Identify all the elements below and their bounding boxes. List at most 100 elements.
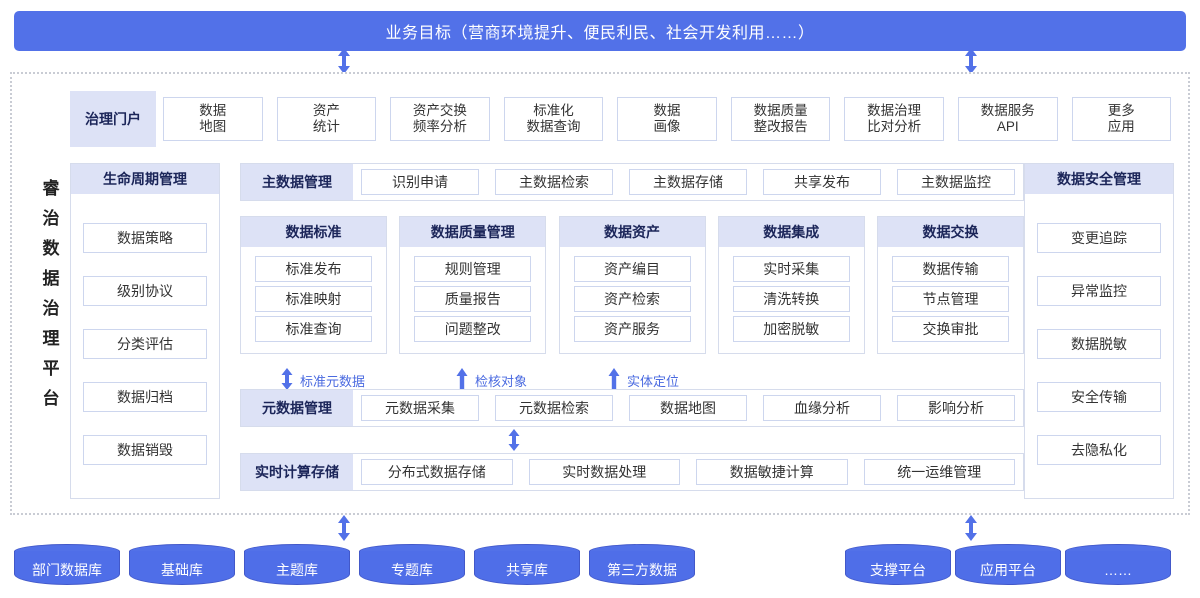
platform-title-char: 理 bbox=[42, 329, 60, 348]
portal-items: 数据 地图 资产 统计 资产交换 频率分析 标准化 数据查询 数据 画像 数据质… bbox=[156, 91, 1178, 147]
domain-item-standard-query[interactable]: 标准查询 bbox=[255, 316, 372, 342]
security-item-data-masking[interactable]: 数据脱敏 bbox=[1037, 329, 1161, 359]
source-label: 应用平台 bbox=[980, 562, 1036, 578]
realtime-item-distributed-storage[interactable]: 分布式数据存储 bbox=[361, 459, 513, 485]
source-cylinder-department-db[interactable]: 部门数据库 bbox=[14, 544, 120, 588]
portal-item-standardized-query[interactable]: 标准化 数据查询 bbox=[503, 97, 604, 141]
master-data-item-share-publish[interactable]: 共享发布 bbox=[763, 169, 881, 195]
domain-item-realtime-collection[interactable]: 实时采集 bbox=[732, 256, 850, 282]
flow-label-standard-metadata: 标准元数据 bbox=[300, 374, 366, 389]
lifecycle-item-classification-assessment[interactable]: 分类评估 bbox=[83, 329, 207, 359]
flow-label-check-object: 检核对象 bbox=[475, 374, 528, 389]
master-data-item-monitoring[interactable]: 主数据监控 bbox=[897, 169, 1015, 195]
master-data-items: 识别申请 主数据检索 主数据存储 共享发布 主数据监控 bbox=[353, 164, 1023, 200]
domain-header-label: 数据集成 bbox=[718, 217, 864, 247]
master-data-item-retrieval[interactable]: 主数据检索 bbox=[495, 169, 613, 195]
portal-item-data-profile[interactable]: 数据 画像 bbox=[617, 97, 717, 141]
portal-item-quality-report[interactable]: 数据质量 整改报告 bbox=[730, 97, 831, 141]
cylinder-body bbox=[359, 551, 465, 585]
platform-title-char: 治 bbox=[42, 209, 60, 228]
source-cylinder-shared-db[interactable]: 共享库 bbox=[474, 544, 580, 588]
arrow-goal-to-platform-left bbox=[336, 48, 352, 74]
source-cylinder-more[interactable]: …… bbox=[1065, 544, 1171, 588]
domain-item-asset-service[interactable]: 资产服务 bbox=[573, 316, 691, 342]
domain-data-asset: 数据资产 资产编目 资产检索 资产服务 bbox=[558, 216, 706, 354]
cylinder-body bbox=[129, 551, 235, 585]
domain-item-encrypt-mask[interactable]: 加密脱敏 bbox=[732, 316, 850, 342]
platform-title-char: 据 bbox=[42, 269, 60, 288]
platform-title-char: 治 bbox=[42, 299, 60, 318]
flow-arrow-check-object-icon bbox=[455, 368, 469, 390]
domain-header-label: 数据标准 bbox=[241, 217, 386, 247]
source-cylinder-basic-db[interactable]: 基础库 bbox=[129, 544, 235, 588]
governance-platform-container: 睿 治 数 据 治 理 平 台 治理门户 数据 地图 资产 统计 资产交换 频率… bbox=[10, 72, 1190, 515]
cylinder-body bbox=[845, 551, 951, 585]
domain-item-data-transfer[interactable]: 数据传输 bbox=[892, 256, 1009, 282]
domain-columns: 数据标准 标准发布 标准映射 标准查询 数据质量管理 规则管理 质量报告 问题整… bbox=[240, 216, 1024, 354]
domain-items: 规则管理 质量报告 问题整改 bbox=[400, 247, 545, 353]
cylinder-body bbox=[1065, 551, 1171, 585]
metadata-item-lineage-analysis[interactable]: 血缘分析 bbox=[763, 395, 881, 421]
source-cylinder-application-platform[interactable]: 应用平台 bbox=[955, 544, 1061, 588]
source-cylinder-thematic-db[interactable]: 专题库 bbox=[359, 544, 465, 588]
metadata-management-row: 元数据管理 元数据采集 元数据检索 数据地图 血缘分析 影响分析 bbox=[240, 389, 1024, 427]
domain-header-label: 数据交换 bbox=[878, 217, 1023, 247]
master-data-item-storage[interactable]: 主数据存储 bbox=[629, 169, 747, 195]
cylinder-body bbox=[955, 551, 1061, 585]
realtime-item-stream-processing[interactable]: 实时数据处理 bbox=[528, 459, 680, 485]
metadata-item-impact-analysis[interactable]: 影响分析 bbox=[897, 395, 1015, 421]
domain-item-standard-publish[interactable]: 标准发布 bbox=[255, 256, 372, 282]
source-cylinder-third-party-data[interactable]: 第三方数据 bbox=[589, 544, 695, 588]
source-label: …… bbox=[1104, 562, 1132, 578]
domain-item-cleanse-transform[interactable]: 清洗转换 bbox=[732, 286, 850, 312]
lifecycle-item-data-archiving[interactable]: 数据归档 bbox=[83, 382, 207, 412]
master-data-management-row: 主数据管理 识别申请 主数据检索 主数据存储 共享发布 主数据监控 bbox=[240, 163, 1024, 201]
portal-item-more-apps[interactable]: 更多 应用 bbox=[1071, 97, 1172, 141]
lifecycle-item-data-strategy[interactable]: 数据策略 bbox=[83, 223, 207, 253]
portal-item-asset-stats[interactable]: 资产 统计 bbox=[276, 97, 377, 141]
domain-data-exchange: 数据交换 数据传输 节点管理 交换审批 bbox=[877, 216, 1024, 354]
domain-item-issue-rectification[interactable]: 问题整改 bbox=[414, 316, 532, 342]
domain-item-exchange-approval[interactable]: 交换审批 bbox=[892, 316, 1009, 342]
domain-data-integration: 数据集成 实时采集 清洗转换 加密脱敏 bbox=[717, 216, 865, 354]
source-cylinder-support-platform[interactable]: 支撑平台 bbox=[845, 544, 951, 588]
security-item-de-identification[interactable]: 去隐私化 bbox=[1037, 435, 1161, 465]
platform-vertical-title: 睿 治 数 据 治 理 平 台 bbox=[34, 174, 68, 414]
portal-item-data-service-api[interactable]: 数据服务 API bbox=[957, 97, 1058, 141]
domain-item-quality-report[interactable]: 质量报告 bbox=[414, 286, 532, 312]
arrow-platform-to-sources-left bbox=[336, 515, 352, 541]
domain-data-standard: 数据标准 标准发布 标准映射 标准查询 bbox=[240, 216, 387, 354]
metadata-item-data-map[interactable]: 数据地图 bbox=[629, 395, 747, 421]
domain-item-node-management[interactable]: 节点管理 bbox=[892, 286, 1009, 312]
arrow-metadata-to-realtime bbox=[507, 429, 521, 451]
realtime-item-unified-ops[interactable]: 统一运维管理 bbox=[863, 459, 1015, 485]
domain-data-quality: 数据质量管理 规则管理 质量报告 问题整改 bbox=[399, 216, 547, 354]
metadata-item-retrieval[interactable]: 元数据检索 bbox=[495, 395, 613, 421]
lifecycle-items: 数据策略 级别协议 分类评估 数据归档 数据销毁 bbox=[71, 194, 219, 498]
master-data-item-identify-request[interactable]: 识别申请 bbox=[361, 169, 479, 195]
flow-arrow-entity-location-icon bbox=[607, 368, 621, 390]
domain-header-label: 数据资产 bbox=[559, 217, 705, 247]
metadata-item-collection[interactable]: 元数据采集 bbox=[361, 395, 479, 421]
domain-item-asset-catalog[interactable]: 资产编目 bbox=[573, 256, 691, 282]
realtime-item-agile-compute[interactable]: 数据敏捷计算 bbox=[696, 459, 848, 485]
domain-item-asset-retrieval[interactable]: 资产检索 bbox=[573, 286, 691, 312]
portal-item-governance-comparison[interactable]: 数据治理 比对分析 bbox=[844, 97, 944, 141]
domain-item-standard-mapping[interactable]: 标准映射 bbox=[255, 286, 372, 312]
security-item-secure-transfer[interactable]: 安全传输 bbox=[1037, 382, 1161, 412]
security-item-change-tracking[interactable]: 变更追踪 bbox=[1037, 223, 1161, 253]
domain-item-rule-management[interactable]: 规则管理 bbox=[414, 256, 532, 282]
lifecycle-item-data-destruction[interactable]: 数据销毁 bbox=[83, 435, 207, 465]
cylinder-body bbox=[474, 551, 580, 585]
portal-item-asset-exchange-frequency[interactable]: 资产交换 频率分析 bbox=[390, 97, 490, 141]
source-label: 第三方数据 bbox=[607, 562, 677, 578]
lifecycle-item-level-agreement[interactable]: 级别协议 bbox=[83, 276, 207, 306]
platform-title-char: 平 bbox=[42, 359, 60, 378]
security-item-anomaly-monitoring[interactable]: 异常监控 bbox=[1037, 276, 1161, 306]
source-label: 共享库 bbox=[506, 562, 548, 578]
portal-item-data-map[interactable]: 数据 地图 bbox=[163, 97, 263, 141]
security-header-label: 数据安全管理 bbox=[1025, 164, 1173, 194]
domain-items: 标准发布 标准映射 标准查询 bbox=[241, 247, 386, 353]
source-cylinder-subject-db[interactable]: 主题库 bbox=[244, 544, 350, 588]
domain-items: 实时采集 清洗转换 加密脱敏 bbox=[719, 247, 864, 353]
